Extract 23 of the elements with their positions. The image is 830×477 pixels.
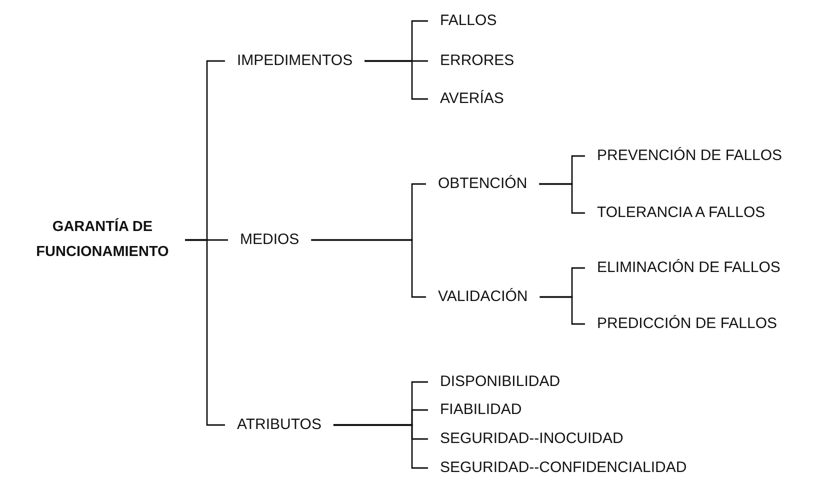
tree-label: TOLERANCIA A FALLOS [585,204,778,222]
tree-label: FALLOS [428,12,509,30]
tree-label: ATRIBUTOS [225,416,334,434]
tree-label: GARANTÍA DE FUNCIONAMIENTO [20,215,185,265]
tree-label: ELIMINACIÓN DE FALLOS [585,259,792,277]
tree-label: SEGURIDAD--INOCUIDAD [428,430,636,448]
tree-label: OBTENCIÓN [426,175,540,193]
tree-connector [185,239,225,426]
tree-connector [311,239,426,298]
tree-label: PREDICCIÓN DE FALLOS [585,315,790,333]
tree-connector [333,424,428,469]
tree-label: IMPEDIMENTOS [225,52,365,70]
tree-label: MEDIOS [228,231,312,249]
tree-connector [539,183,585,214]
tree-label: ERRORES [428,52,526,70]
tree-connector [540,296,585,325]
tree-label: FIABILIDAD [428,401,534,419]
tree-label: PREVENCIÓN DE FALLOS [585,147,794,165]
tree-label: AVERÍAS [428,90,516,108]
tree-connector [364,60,428,100]
tree-label: VALIDACIÓN [426,288,540,306]
tree-label: SEGURIDAD--CONFIDENCIALIDAD [428,459,699,477]
tree-label: DISPONIBILIDAD [428,373,572,391]
